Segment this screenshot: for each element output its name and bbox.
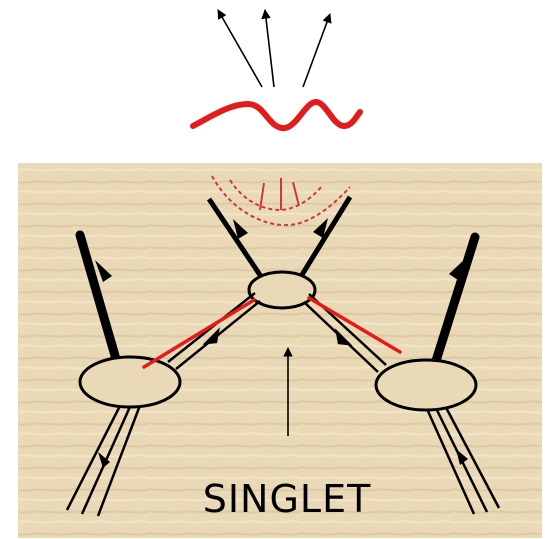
emission-arrows bbox=[218, 10, 330, 87]
arrow-up-icon bbox=[218, 10, 262, 87]
arrow-up-icon bbox=[303, 14, 330, 87]
arrow-up-icon bbox=[265, 10, 274, 87]
singlet-label: SINGLET bbox=[203, 477, 372, 521]
wavy-line-icon bbox=[193, 102, 360, 128]
